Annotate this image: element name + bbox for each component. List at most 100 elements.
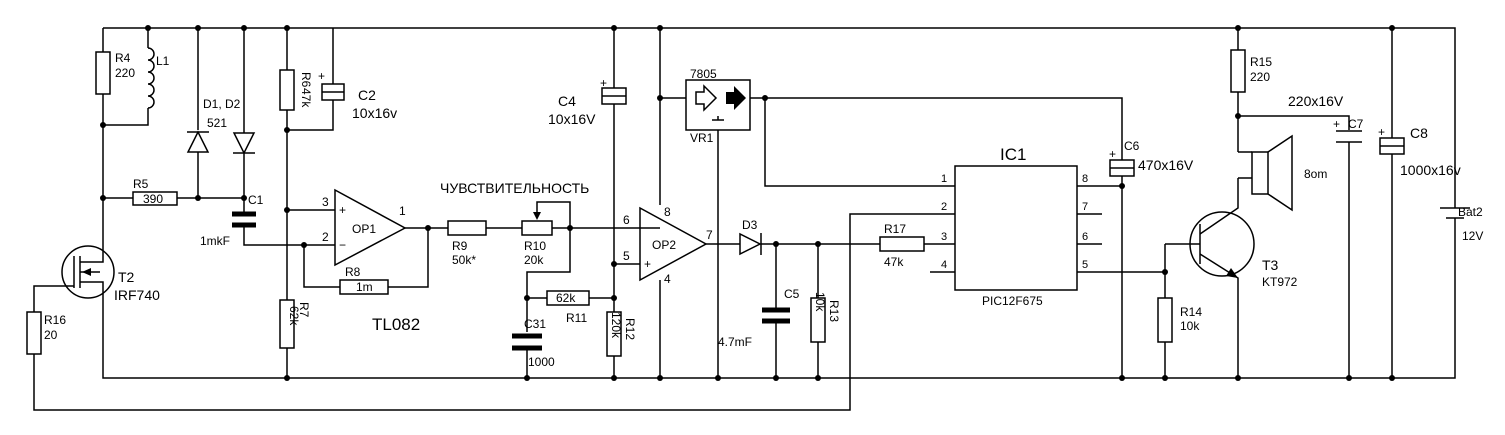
c31-value: 1000 [528,355,555,369]
c8-ref: C8 [1410,125,1428,141]
op2-ref: OP2 [652,238,676,252]
c7-plus: + [1333,117,1340,131]
op1-section [279,25,660,381]
op1-minus-sign: − [339,238,346,252]
output-stage [1157,25,1470,381]
op1-pin1: 1 [399,204,406,218]
c1-capacitor [232,211,256,228]
op2-pin6: 6 [623,213,630,227]
t2-value: IRF740 [114,287,160,303]
d12-ref: D1, D2 [203,97,241,111]
op2-amplifier [639,206,708,282]
r8-value: 1m [356,280,373,294]
t2-ref: T2 [118,269,135,285]
ic1-ref: IC1 [1000,145,1026,164]
op1-plus-sign: + [339,203,346,217]
c7-ref: C7 [1348,117,1364,131]
r16-ref: R16 [44,313,66,327]
op2-minus-sign: − [644,221,651,235]
d3-ref: D3 [742,218,758,232]
r5-ref: R5 [133,177,149,191]
t3-ref: T3 [1262,257,1279,273]
op2-pin4: 4 [664,272,671,286]
r9-resistor [447,220,487,236]
op2-pin8: 8 [664,205,671,219]
c2-value: 10x16v [352,105,397,121]
c1-value: 1mkF [200,234,230,248]
r15-resistor [1230,49,1246,93]
r14-ref: R14 [1180,305,1202,319]
c31-capacitor [512,333,542,351]
ic1-pin8: 8 [1082,173,1088,185]
r4-ref: R4 [115,51,131,65]
r6-ref: R6 [299,72,313,88]
r16-resistor [26,311,42,355]
c8-plus: + [1378,125,1385,139]
ic1-pin5: 5 [1082,259,1088,271]
op1-pin2: 2 [322,230,329,244]
op1-pin3: 3 [322,195,329,209]
r4-value: 220 [115,66,135,80]
t3-value: KT972 [1262,275,1298,289]
c4-plus: + [600,76,607,90]
op2-pin5: 5 [623,249,630,263]
r13-ref: R13 [827,300,841,322]
r9-ref: R9 [452,239,468,253]
r13-value: 10k [813,292,827,312]
c8-value: 1000x16v [1400,162,1461,178]
r7-ref: R7 [297,302,311,318]
r11-value: 62k [556,291,576,305]
c5-ref: C5 [784,287,800,301]
t2-mosfet [26,198,955,411]
coil-section [95,25,335,246]
r9-value: 50k* [452,253,476,267]
c2-plus: + [318,69,325,83]
c31-ref: C31 [524,317,546,331]
d2-diode [232,132,256,155]
op1-amplifier [334,188,407,267]
r10-value: 20k [524,253,544,267]
r15-ref: R15 [1250,55,1272,69]
op2-pin7: 7 [706,228,713,242]
r12-value: 120k [609,312,623,339]
c6-plus: + [1109,147,1116,161]
ic1-value: PIC12F675 [982,294,1043,308]
ic1-section [870,159,1165,381]
c7-value: 220x16V [1288,93,1344,109]
r16-value: 20 [44,328,58,342]
c6-value: 470x16V [1138,157,1194,173]
ic1-pin7: 7 [1082,201,1088,213]
vr1-regulator [660,79,1123,381]
d3-diode [739,232,762,256]
vr1-value: 7805 [690,67,717,81]
d1-diode [186,130,210,153]
vr1-box [685,79,751,131]
bat-value: 12V [1462,229,1483,243]
r14-resistor [1157,297,1173,343]
c6-ref: C6 [1124,139,1140,153]
ic1-pin1: 1 [941,173,947,185]
ic1-chip [954,165,1078,291]
r8-ref: R8 [345,265,361,279]
r10-ref: R10 [524,239,546,253]
vr1-ref: VR1 [690,131,714,145]
tl082-label: TL082 [372,315,420,334]
r10-caption: ЧУВСТВИТЕЛЬНОСТЬ [440,180,589,196]
l1-inductor [147,47,155,109]
r7-value: 62k [287,306,301,326]
ic1-pin2: 2 [941,201,947,213]
ic1-pin6: 6 [1082,231,1088,243]
r4-resistor [95,51,111,95]
op2-section [601,25,870,381]
c4-ref: C4 [558,93,576,109]
r15-value: 220 [1250,70,1270,84]
ic1-pin4: 4 [941,259,947,271]
r17-value: 47k [884,255,904,269]
bat-ref: Bat2 [1458,205,1483,219]
speaker [1251,151,1269,195]
r12-ref: R12 [623,318,637,340]
r5-value: 390 [143,192,163,206]
c2-ref: C2 [358,87,376,103]
op1-ref: OP1 [352,222,376,236]
labels: R4 220 L1 D1, D2 521 R6 47k C2 10x16v + … [44,51,1483,369]
